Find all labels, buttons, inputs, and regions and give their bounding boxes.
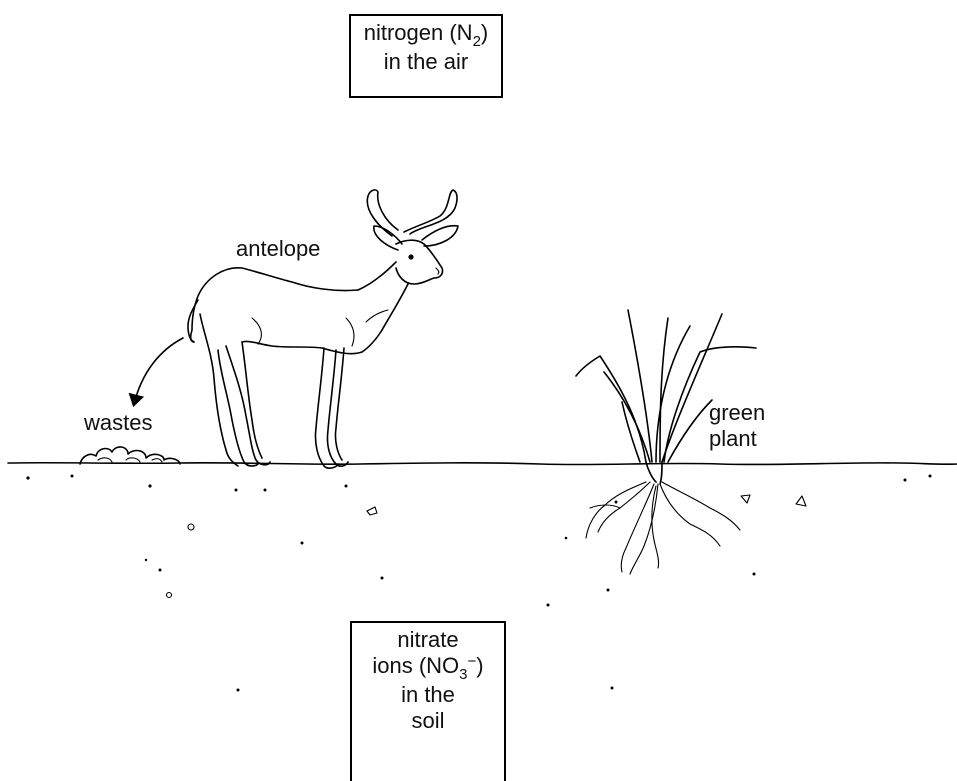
nitrate-line3: in the <box>352 682 504 708</box>
green-plant-label-line2: plant <box>709 426 765 452</box>
wastes-texture <box>98 458 162 462</box>
nitrogen-close-paren: ) <box>481 20 488 45</box>
antelope-label: antelope <box>236 236 320 262</box>
nitrate-soil-box: nitrate ions (NO3−) in the soil <box>350 621 506 781</box>
green-plant-label: green plant <box>709 400 765 452</box>
nitrate-line4: soil <box>352 708 504 734</box>
nitrogen-air-box: nitrogen (N2) in the air <box>349 14 503 98</box>
nitrate-close-paren: ) <box>476 653 483 678</box>
soil-pebbles <box>167 495 807 598</box>
nitrogen-air-line2: in the air <box>351 49 501 75</box>
nitrate-line1: nitrate <box>352 627 504 653</box>
nitrogen-air-line1: nitrogen (N2) <box>351 20 501 49</box>
nitrogen-label: nitrogen (N <box>364 20 473 45</box>
ground-line <box>8 463 957 465</box>
nitrogen-subscript: 2 <box>473 33 481 50</box>
antelope-drawing <box>188 190 458 468</box>
green-plant-label-line1: green <box>709 400 765 426</box>
wastes-label: wastes <box>84 410 152 436</box>
nitrate-ions-label: ions (NO <box>372 653 459 678</box>
nitrate-subscript: 3 <box>459 666 467 683</box>
nitrate-superscript: − <box>468 653 477 670</box>
waste-arrow <box>134 338 183 404</box>
nitrate-line2: ions (NO3−) <box>352 653 504 682</box>
wastes-pile <box>80 447 180 464</box>
